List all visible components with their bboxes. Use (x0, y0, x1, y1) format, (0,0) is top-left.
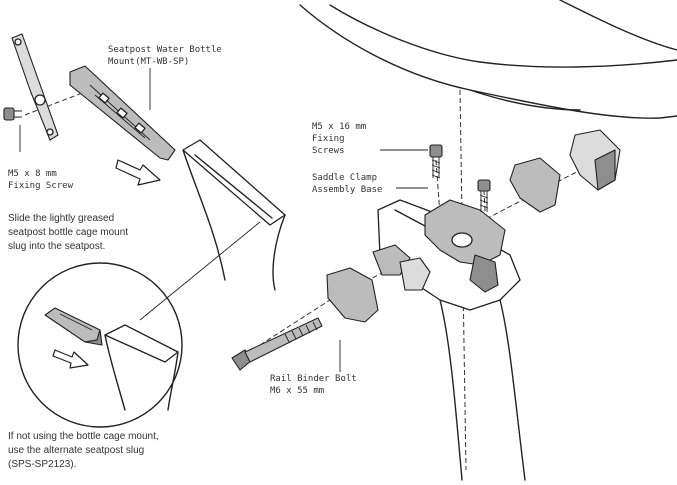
label-m5x16-screws: M5 x 16 mm Fixing Screws (312, 122, 367, 156)
seatpost-left (182, 139, 286, 291)
label-bottle-mount: Seatpost Water Bottle Mount(MT-WB-SP) (108, 45, 222, 67)
label-rail-binder-bolt: Rail Binder Bolt M6 x 55 mm (270, 374, 357, 396)
saddle-drawing (299, 0, 677, 119)
note-alternate-slug: If not using the bottle cage mount, use … (8, 431, 159, 470)
note-slide-instruction: Slide the lightly greased seatpost bottl… (8, 213, 129, 252)
m5x8-screw (3, 107, 22, 121)
leader-lines (19, 68, 428, 372)
slide-arrow (115, 159, 161, 186)
detail-callout (17, 262, 183, 428)
label-m5x8-screw: M5 x 8 mm Fixing Screw (8, 169, 74, 191)
label-clamp-base: Saddle Clamp Assembly Base (312, 173, 383, 195)
clamp-parts (326, 129, 621, 323)
bottle-mount-part (69, 65, 176, 161)
m5x16-screws (429, 144, 491, 212)
cage-clip (11, 33, 59, 141)
saddle-clamp-base (424, 199, 506, 293)
rail-binder-bolt (231, 317, 323, 371)
